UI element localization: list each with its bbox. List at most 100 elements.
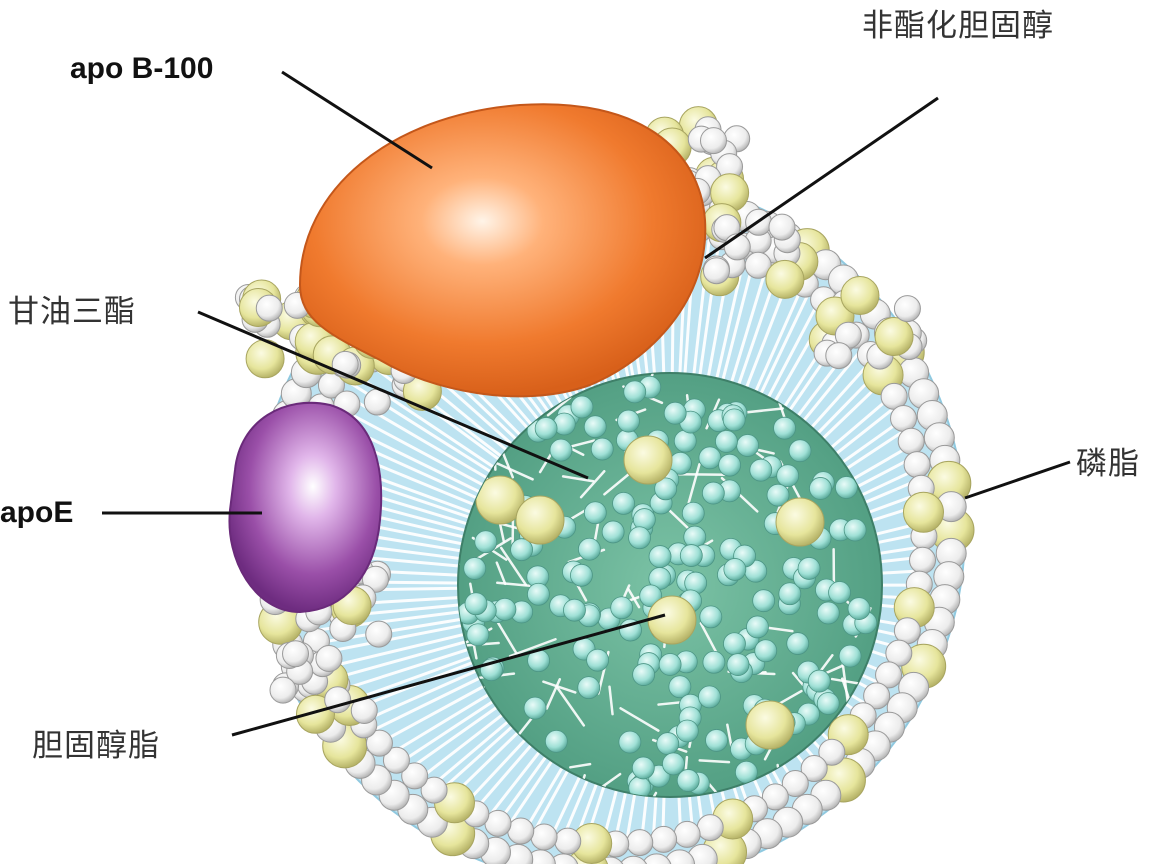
core-sphere <box>773 416 796 440</box>
core-sphere <box>843 518 867 542</box>
cholesteryl-ester-sphere <box>475 475 525 525</box>
core-sphere <box>632 663 656 686</box>
core-sphere <box>617 409 640 433</box>
core-sphere <box>807 669 831 693</box>
phospholipid-tail <box>531 760 575 836</box>
core-sphere <box>612 492 635 515</box>
phospholipid-tail <box>345 652 482 704</box>
phospholipid-tail <box>388 687 499 756</box>
phospholipid-tail <box>762 295 823 408</box>
core-sphere <box>578 537 601 561</box>
phospholipid-head <box>893 295 921 323</box>
cholesteryl-ester-sphere <box>775 497 825 547</box>
cholesteryl-ester-sphere <box>623 435 673 485</box>
core-strand <box>726 723 733 748</box>
core-sphere <box>601 520 625 544</box>
phospholipid-head <box>401 762 429 790</box>
core-sphere <box>701 481 725 505</box>
phospholipid-head <box>781 769 809 797</box>
phospholipid-head <box>890 404 918 432</box>
phospholipid-head <box>825 342 853 370</box>
phospholipid-tail <box>755 287 813 405</box>
core-strand <box>569 762 592 769</box>
core-sphere <box>749 458 773 482</box>
core-strand <box>698 759 731 764</box>
phospholipid-tail <box>471 736 540 814</box>
phospholipid-tail <box>795 344 866 430</box>
leader-cholesteryl-ester <box>231 613 666 737</box>
phospholipid-tail <box>549 766 586 840</box>
phospholipid-tail <box>406 699 507 772</box>
leader-lines <box>102 70 1071 737</box>
phospholipid-head <box>365 620 393 648</box>
core-strand <box>546 396 572 417</box>
core-strand <box>677 472 729 477</box>
core-sphere <box>715 430 738 453</box>
label-triglyceride: 甘油三酯 <box>8 294 136 330</box>
core-strand <box>545 678 562 710</box>
core-sphere <box>623 380 647 404</box>
phospholipid-head <box>530 823 558 851</box>
core-sphere <box>570 395 594 419</box>
phospholipid-head <box>255 294 283 322</box>
phospholipid-tail <box>522 757 569 834</box>
core-sphere <box>746 615 769 639</box>
core-sphere <box>698 446 722 470</box>
leader-triglyceride <box>197 310 589 480</box>
core-strand <box>555 685 586 727</box>
phospholipid-head <box>702 257 730 285</box>
free-cholesterol-sphere <box>765 259 805 299</box>
core-sphere <box>679 544 703 567</box>
core-sphere <box>698 685 721 709</box>
core-sphere <box>563 598 586 622</box>
core-sphere <box>847 597 871 620</box>
phospholipid-tail <box>397 694 503 765</box>
core-sphere <box>510 538 533 562</box>
core-strand <box>579 470 606 499</box>
core-sphere <box>654 477 678 501</box>
phospholipid-head <box>650 825 678 853</box>
core-sphere <box>723 632 746 656</box>
core-sphere <box>754 639 778 663</box>
core-sphere <box>828 581 851 604</box>
phospholipid-tail <box>851 467 920 501</box>
core-sphere <box>809 477 832 500</box>
core-strand <box>687 463 701 504</box>
free-cholesterol-sphere <box>874 317 914 357</box>
phospholipid-tail <box>331 637 477 681</box>
label-cholesteryl-ester: 胆固醇脂 <box>32 728 160 764</box>
core-sphere <box>705 729 728 752</box>
apoe-protein <box>228 401 383 614</box>
phospholipid-tail <box>326 630 476 669</box>
core-sphere <box>463 557 487 580</box>
phospholipid-tail <box>377 679 495 745</box>
label-phospholipid: 磷脂 <box>1076 446 1140 482</box>
core-sphere <box>702 650 726 674</box>
core-sphere <box>663 401 687 425</box>
phospholipid-head <box>903 451 931 479</box>
phospholipid-head <box>768 213 796 241</box>
free-cholesterol-sphere <box>295 694 335 734</box>
phospholipid-head <box>315 644 343 672</box>
core-sphere <box>466 623 490 647</box>
phospholipid-head <box>382 746 410 774</box>
phospholipid-head <box>744 251 772 279</box>
phospholipid-head <box>641 853 672 864</box>
phospholipid-head <box>800 755 828 783</box>
cholesteryl-ester-sphere <box>745 700 795 750</box>
core-strand <box>818 654 834 673</box>
label-free-cholesterol: 非酯化胆固醇 <box>862 8 1054 44</box>
core-sphere <box>534 417 558 440</box>
core-sphere <box>681 501 705 525</box>
core-strand <box>496 581 536 588</box>
core-sphere <box>797 557 821 580</box>
core-sphere <box>726 653 750 677</box>
core-strand <box>496 621 518 655</box>
core-sphere <box>722 408 746 432</box>
core-strand <box>608 685 614 716</box>
core-sphere <box>816 692 840 715</box>
phospholipid-head <box>554 827 582 855</box>
phospholipid-head <box>507 817 535 845</box>
core-sphere <box>723 558 747 581</box>
phospholipid-head <box>863 682 891 710</box>
